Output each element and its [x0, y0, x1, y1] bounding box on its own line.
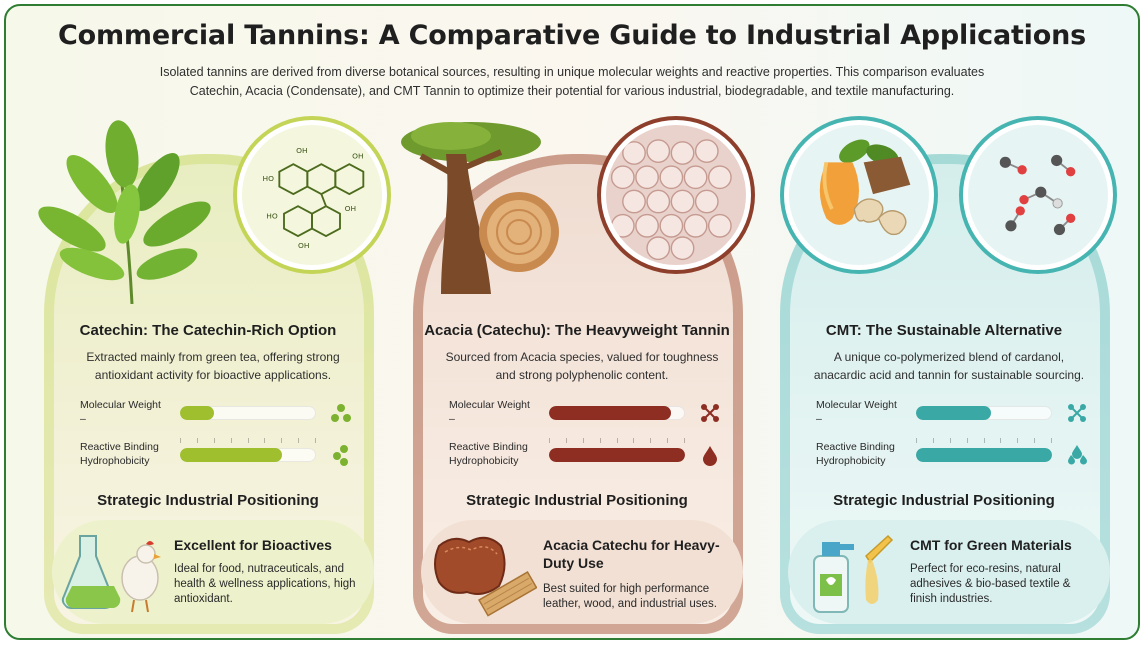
- catechin-title: Catechin: The Catechin-Rich Option: [79, 322, 337, 339]
- cmt-column: CMT: The Sustainable Alternative A uniqu…: [758, 114, 1130, 634]
- catechin-molecule-icon: OH HO OH HO OH OH: [237, 120, 387, 270]
- acacia-molecular-weight: Molecular Weight –: [449, 398, 749, 428]
- svg-text:OH: OH: [298, 241, 309, 250]
- page-subtitle: Isolated tannins are derived from divers…: [159, 65, 985, 98]
- catechin-application-card: Excellent for Bioactives Ideal for food,…: [52, 520, 374, 624]
- cmt-title: CMT: The Sustainable Alternative: [825, 322, 1063, 339]
- molecular-weight-label: Molecular Weight –: [816, 399, 897, 425]
- acacia-reactive-binding: Reactive Binding Hydrophobicity: [449, 438, 749, 470]
- cmt-card-text: Perfect for eco-resins, natural adhesive…: [910, 563, 1071, 605]
- molecular-weight-bar: [549, 406, 685, 420]
- catechin-card-title: Excellent for Bioactives: [174, 537, 332, 553]
- molecular-weight-label: Molecular Weight –: [80, 399, 161, 425]
- catechin-description: Extracted mainly from green tea, offerin…: [86, 350, 340, 382]
- catechin-card-text: Ideal for food, nutraceuticals, and heal…: [174, 563, 356, 605]
- svg-text:OH: OH: [296, 146, 307, 155]
- molecule-network-icon: [701, 404, 719, 422]
- catechin-molecular-weight: Molecular Weight –: [80, 398, 380, 428]
- leather-and-wood-icon: [434, 536, 537, 617]
- molecule-network-icon: [963, 120, 1113, 270]
- bar-fill: [916, 448, 1052, 462]
- tea-leaves-icon: [38, 120, 211, 304]
- reactive-binding-label: Reactive Binding Hydrophobicity: [449, 441, 528, 467]
- molecule-network-icon: [1068, 404, 1086, 422]
- acacia-application-card: Acacia Catechu for Heavy-Duty Use Best s…: [421, 520, 743, 624]
- cmt-card-title: CMT for Green Materials: [910, 537, 1072, 553]
- strategic-heading: Strategic Industrial Positioning: [466, 492, 688, 509]
- bar-fill: [549, 448, 685, 462]
- cmt-reactive-binding: Reactive Binding Hydrophobicity: [816, 438, 1116, 470]
- acacia-card-title: Acacia Catechu for Heavy-Duty Use: [543, 537, 720, 571]
- flask-and-hen-icon: [61, 535, 161, 613]
- catechin-column: OH HO OH HO OH OH Catechin: The Catechin-Ri…: [22, 114, 394, 634]
- spray-bottle-and-resin-icon: [813, 534, 894, 613]
- svg-text:OH: OH: [352, 152, 363, 161]
- reactive-binding-label: Reactive Binding Hydrophobicity: [816, 441, 895, 467]
- molecular-weight-label: Molecular Weight –: [449, 399, 530, 425]
- acacia-column: Acacia (Catechu): The Heavyweight Tannin…: [391, 114, 763, 634]
- droplet-icon: [703, 446, 717, 466]
- infographic-frame: Commercial Tannins: A Comparative Guide …: [4, 4, 1140, 640]
- cmt-application-card: CMT for Green Materials Perfect for eco-…: [788, 520, 1110, 624]
- bar-fill: [180, 406, 214, 420]
- svg-text:HO: HO: [266, 211, 278, 220]
- cashew-fruit-icon: [784, 120, 934, 270]
- molecular-weight-bar: [916, 406, 1052, 420]
- bar-fill: [916, 406, 991, 420]
- catechin-reactive-binding: Reactive Binding Hydrophobicity: [80, 438, 380, 470]
- reactive-binding-bar: [916, 448, 1052, 462]
- molecular-weight-bar: [180, 406, 316, 420]
- reactive-binding-bar: [549, 448, 685, 462]
- page-title: Commercial Tannins: A Comparative Guide …: [58, 20, 1086, 51]
- wood-cells-icon: [601, 120, 751, 270]
- cmt-molecular-weight: Molecular Weight –: [816, 398, 1116, 428]
- droplets-icon: [1068, 445, 1087, 465]
- svg-text:HO: HO: [263, 174, 275, 183]
- reactive-binding-bar: [180, 448, 316, 462]
- reactive-binding-label: Reactive Binding Hydrophobicity: [80, 441, 159, 467]
- strategic-heading: Strategic Industrial Positioning: [833, 492, 1055, 509]
- molecule-cluster-icon: [331, 404, 351, 422]
- bar-fill: [180, 448, 282, 462]
- acacia-description: Sourced from Acacia species, valued for …: [445, 350, 719, 382]
- strategic-heading: Strategic Industrial Positioning: [97, 492, 319, 509]
- acacia-card-text: Best suited for high performance leather…: [543, 583, 717, 610]
- acacia-tree-icon: [401, 122, 559, 294]
- molecule-cluster-icon: [333, 445, 348, 466]
- bar-fill: [549, 406, 672, 420]
- svg-text:OH: OH: [345, 204, 356, 213]
- acacia-title: Acacia (Catechu): The Heavyweight Tannin: [424, 322, 730, 339]
- cmt-description: A unique co-polymerized blend of cardano…: [813, 350, 1085, 382]
